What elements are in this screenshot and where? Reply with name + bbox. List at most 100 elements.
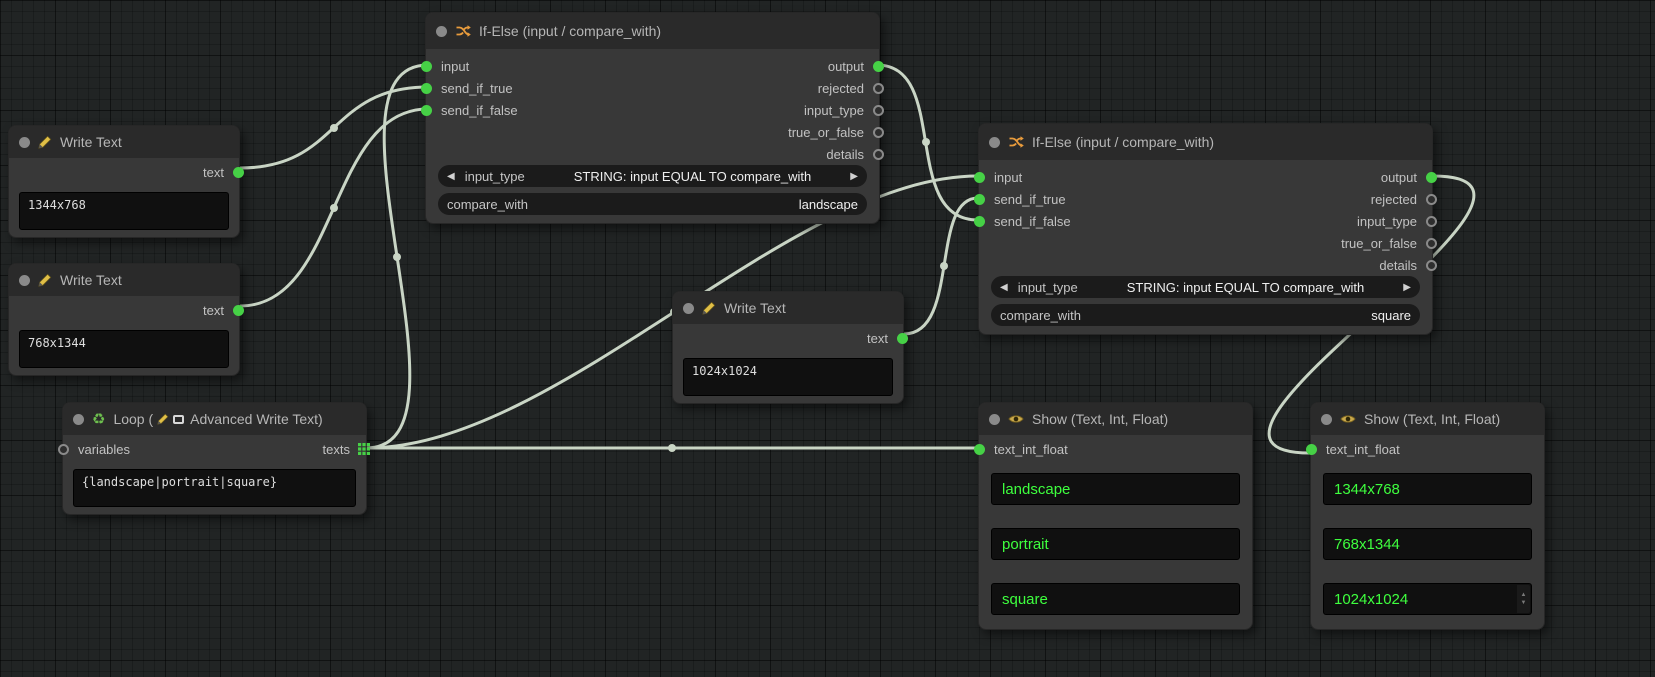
link-midpoint-dot — [330, 204, 338, 212]
output-slot-label: output — [1380, 169, 1417, 185]
input-slot-dot[interactable] — [974, 193, 985, 205]
combo-value: STRING: input EQUAL TO compare_with — [573, 168, 812, 184]
node-titlebar[interactable]: ♻ Loop ( Advanced Write Text) — [63, 403, 366, 435]
node-title-prefix: Loop ( — [113, 411, 154, 427]
link-writetext3-to-ifelse2-sendiftrue — [902, 196, 980, 336]
text-value-field[interactable]: 1344x768 — [19, 192, 229, 230]
output-slot-dot[interactable] — [873, 60, 884, 72]
pencil-icon — [38, 273, 52, 287]
pencil-icon — [702, 301, 716, 315]
node-titlebar[interactable]: If-Else (input / compare_with) — [979, 124, 1432, 160]
show-value-box[interactable]: 1024x1024 ▲ ▼ — [1323, 583, 1532, 615]
collapse-toggle-icon[interactable] — [73, 413, 84, 425]
node-write-text-2[interactable]: Write Text text 768x1344 — [8, 263, 244, 376]
compare-with-widget[interactable]: compare_with square — [991, 304, 1420, 326]
output-slot-label: text — [203, 164, 224, 180]
input-type-combo-widget[interactable]: ◀ input_type STRING: input EQUAL TO comp… — [438, 165, 867, 187]
input-slot-dot[interactable] — [974, 443, 985, 455]
slot-area: input send_if_true send_if_false output … — [974, 166, 1437, 276]
input-slot-dot[interactable] — [58, 443, 69, 455]
widget-label: compare_with — [1000, 307, 1081, 323]
combo-prev-icon[interactable]: ◀ — [1000, 281, 1008, 293]
link-midpoint-dot — [668, 444, 676, 452]
collapse-toggle-icon[interactable] — [989, 413, 1000, 425]
output-slot-dot[interactable] — [873, 148, 884, 160]
spinner-down-icon[interactable]: ▼ — [1520, 600, 1527, 606]
combo-prev-icon[interactable]: ◀ — [447, 170, 455, 182]
input-type-combo-widget[interactable]: ◀ input_type STRING: input EQUAL TO comp… — [991, 276, 1420, 298]
node-titlebar[interactable]: Write Text — [9, 126, 239, 158]
output-slot-label: rejected — [1370, 191, 1417, 207]
output-slot-dot[interactable] — [873, 104, 884, 116]
node-if-else-1[interactable]: If-Else (input / compare_with) input sen… — [421, 12, 884, 224]
show-value-box[interactable]: square — [991, 583, 1240, 615]
spinner-up-icon[interactable]: ▲ — [1520, 592, 1527, 598]
show-value-box[interactable]: 1344x768 — [1323, 473, 1532, 505]
node-titlebar[interactable]: If-Else (input / compare_with) — [426, 13, 879, 49]
input-slot-dot[interactable] — [974, 215, 985, 227]
input-slot-dot[interactable] — [974, 171, 985, 183]
compare-with-widget[interactable]: compare_with landscape — [438, 193, 867, 215]
value-spinner[interactable]: ▲ ▼ — [1517, 585, 1530, 613]
collapse-toggle-icon[interactable] — [436, 25, 447, 37]
input-slot-dot[interactable] — [1306, 443, 1317, 455]
output-slot-dot[interactable] — [1426, 193, 1437, 205]
show-value-box[interactable]: 768x1344 — [1323, 528, 1532, 560]
output-slot-dot[interactable] — [897, 332, 908, 344]
output-slot-label: input_type — [804, 102, 864, 118]
output-slot-label: details — [1379, 257, 1417, 273]
output-slot-label: details — [826, 146, 864, 162]
combo-next-icon[interactable]: ▶ — [850, 170, 858, 182]
widget-value: landscape — [798, 196, 858, 212]
input-slot-dot[interactable] — [421, 82, 432, 94]
node-title: Show (Text, Int, Float) — [1364, 411, 1501, 427]
node-if-else-2[interactable]: If-Else (input / compare_with) input sen… — [974, 123, 1437, 335]
output-slot-label: output — [827, 58, 864, 74]
node-show-2[interactable]: Show (Text, Int, Float) text_int_float 1… — [1306, 402, 1545, 630]
output-slot-dot[interactable] — [233, 166, 244, 178]
text-value-field[interactable]: 1024x1024 — [683, 358, 893, 396]
output-slot-dot[interactable] — [1426, 259, 1437, 271]
show-value-box[interactable]: landscape — [991, 473, 1240, 505]
node-title: If-Else (input / compare_with) — [1032, 134, 1215, 150]
node-write-text-1[interactable]: Write Text text 1344x768 — [8, 125, 244, 238]
collapse-toggle-icon[interactable] — [19, 274, 30, 286]
input-slot-label: send_if_true — [441, 80, 513, 96]
output-slot-dot[interactable] — [1426, 215, 1437, 227]
output-slot-dot[interactable] — [873, 126, 884, 138]
node-titlebar[interactable]: Write Text — [9, 264, 239, 296]
variables-value-field[interactable]: {landscape|portrait|square} — [73, 469, 356, 507]
node-show-1[interactable]: Show (Text, Int, Float) text_int_float l… — [974, 402, 1253, 630]
output-slot-label: text — [867, 330, 888, 346]
input-slot-label: variables — [78, 441, 131, 457]
input-slot-label: input — [994, 169, 1023, 185]
collapse-toggle-icon[interactable] — [1321, 413, 1332, 425]
collapse-toggle-icon[interactable] — [19, 136, 30, 148]
collapse-toggle-icon[interactable] — [683, 302, 694, 314]
input-slot-dot[interactable] — [421, 104, 432, 116]
node-titlebar[interactable]: Show (Text, Int, Float) — [1311, 403, 1544, 435]
combo-next-icon[interactable]: ▶ — [1403, 281, 1411, 293]
text-value-field[interactable]: 768x1344 — [19, 330, 229, 368]
node-titlebar[interactable]: Write Text — [673, 292, 903, 324]
show-value-box[interactable]: portrait — [991, 528, 1240, 560]
node-loop-advanced-write-text[interactable]: ♻ Loop ( Advanced Write Text) variables … — [58, 402, 370, 515]
node-write-text-3[interactable]: Write Text text 1024x1024 — [672, 291, 908, 404]
slot-row: variables texts — [58, 437, 370, 461]
link-writetext2-to-ifelse1-sendiffalse — [238, 107, 430, 308]
output-slot-dot[interactable] — [1426, 171, 1437, 183]
input-slot-dot[interactable] — [421, 60, 432, 72]
grid-output-icon[interactable] — [358, 443, 370, 455]
collapse-toggle-icon[interactable] — [989, 136, 1000, 148]
output-slot-dot[interactable] — [1426, 237, 1437, 249]
output-slot-dot[interactable] — [873, 82, 884, 94]
node-title: Show (Text, Int, Float) — [1032, 411, 1169, 427]
output-slot-label: true_or_false — [1341, 235, 1417, 251]
node-titlebar[interactable]: Show (Text, Int, Float) — [979, 403, 1252, 435]
eye-icon — [1008, 411, 1024, 427]
output-slot-label: input_type — [1357, 213, 1417, 229]
node-title: Write Text — [60, 272, 122, 288]
output-slot-dot[interactable] — [233, 304, 244, 316]
input-slot-label: send_if_false — [441, 102, 518, 118]
